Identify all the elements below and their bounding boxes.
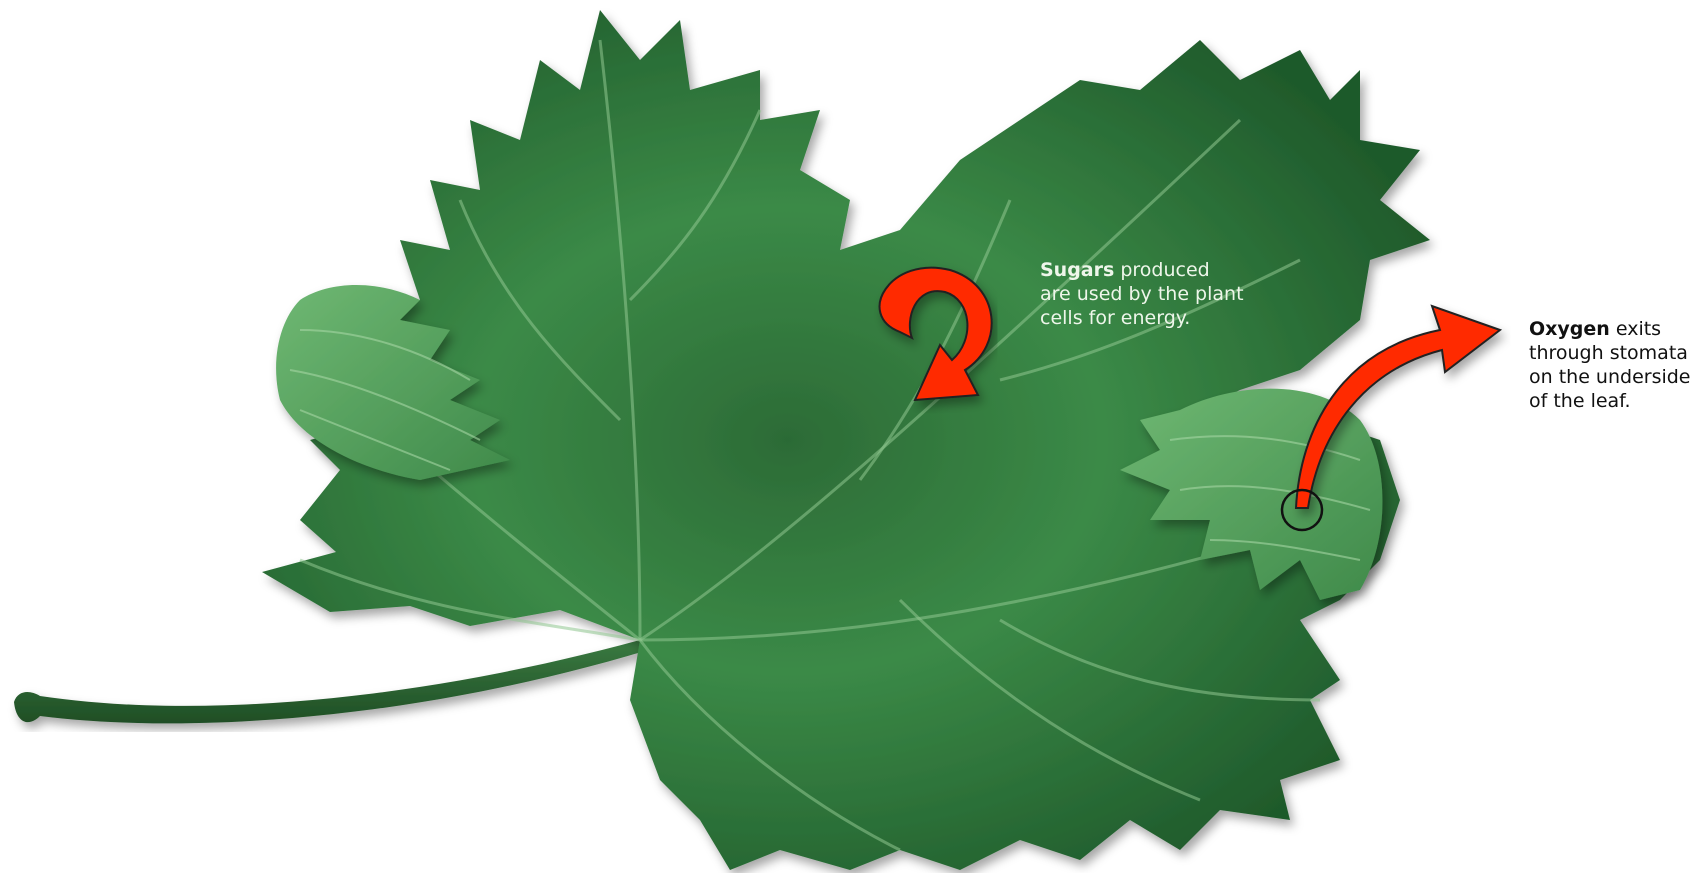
sugars-label: Sugars produced are used by the plant ce…: [1040, 258, 1244, 330]
sugars-label-line-2: are used by the plant: [1040, 282, 1244, 306]
oxygen-label-line-1-rest: exits: [1610, 318, 1661, 340]
oxygen-label-line-4: of the leaf.: [1529, 389, 1691, 413]
leaf-stem: [14, 640, 648, 723]
oxygen-label-line-2: through stomata: [1529, 341, 1691, 365]
oxygen-label-line-1: Oxygen exits: [1529, 317, 1691, 341]
oxygen-label: Oxygen exits through stomata on the unde…: [1529, 317, 1691, 413]
sugars-label-line-1: Sugars produced: [1040, 258, 1244, 282]
sugars-label-line-3: cells for energy.: [1040, 306, 1244, 330]
oxygen-label-line-3: on the underside: [1529, 365, 1691, 389]
oxygen-label-bold: Oxygen: [1529, 318, 1610, 340]
sugars-label-line-1-rest: produced: [1114, 259, 1209, 281]
sugars-label-bold: Sugars: [1040, 259, 1114, 281]
